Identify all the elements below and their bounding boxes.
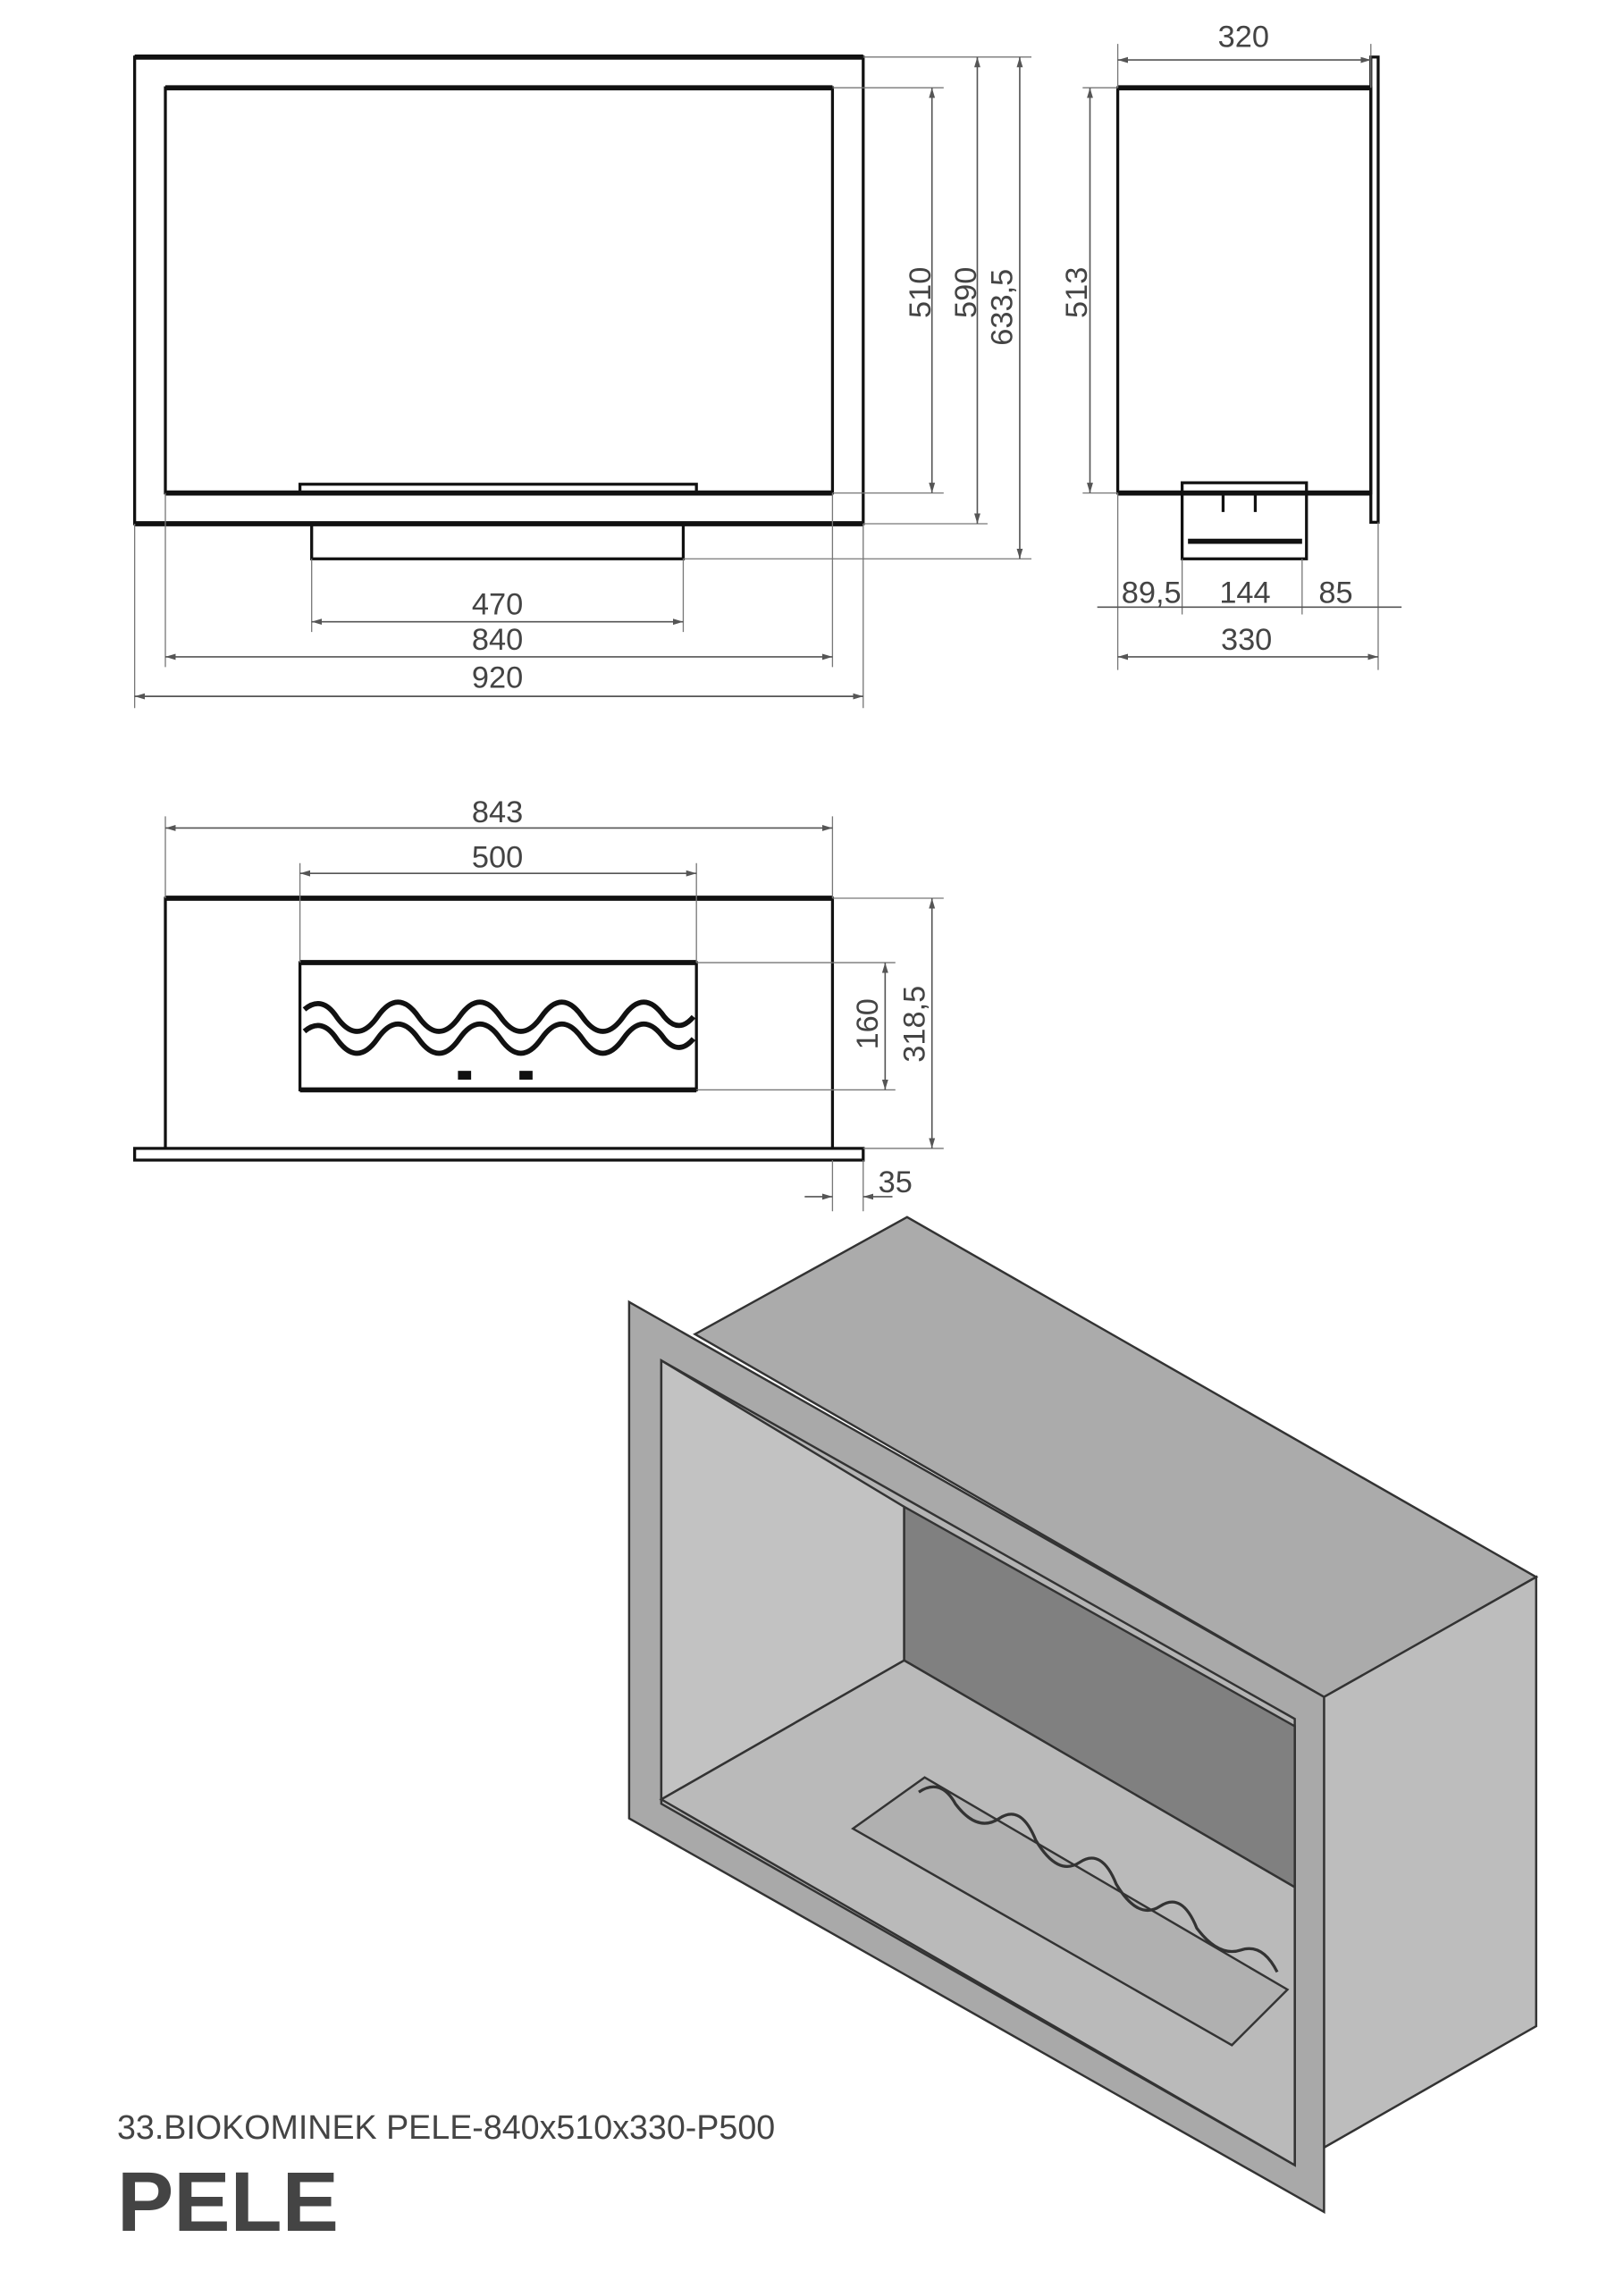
dim-513: 513 <box>1060 267 1094 318</box>
dim-920: 920 <box>472 660 523 694</box>
dim-85: 85 <box>1318 576 1352 610</box>
dim-470: 470 <box>472 587 523 621</box>
dim-160: 160 <box>851 998 885 1049</box>
indicator-dot <box>519 1071 533 1080</box>
burner-lip <box>298 483 698 495</box>
dim-330: 330 <box>1221 623 1272 657</box>
dim-840: 840 <box>472 623 523 657</box>
side-burner <box>1180 481 1308 560</box>
indicator-dot <box>458 1071 472 1080</box>
top-flange <box>133 1147 865 1162</box>
render-floor <box>659 1659 1296 2167</box>
isometric-render <box>627 1216 1539 2214</box>
dim-510: 510 <box>904 267 938 318</box>
render-burner-tray <box>851 1776 1290 2047</box>
side-front-plate <box>1369 55 1380 524</box>
product-caption: 33.BIOKOMINEK PELE-840x510x330-P500 <box>117 2108 775 2146</box>
front-view: 510 590 633,5 470 840 920 <box>133 54 1032 709</box>
side-body <box>1115 86 1373 495</box>
brand-title: PELE <box>117 2155 339 2250</box>
top-view: 843 500 160 318,5 35 <box>133 795 944 1212</box>
render-flame-wave <box>918 1785 1279 1973</box>
dim-35: 35 <box>879 1165 913 1199</box>
dim-320: 320 <box>1218 20 1269 54</box>
dim-843: 843 <box>472 795 523 829</box>
front-frame <box>133 55 865 526</box>
dim-633-5: 633,5 <box>986 269 1020 346</box>
flame-wave-top <box>302 999 696 1034</box>
flame-wave-bottom <box>302 1022 696 1056</box>
dim-590: 590 <box>949 267 983 318</box>
side-view: 320 513 89,5 144 85 330 <box>1060 20 1402 670</box>
dim-144: 144 <box>1219 576 1270 610</box>
dim-318-5: 318,5 <box>898 986 932 1063</box>
dim-500: 500 <box>472 841 523 875</box>
bottom-box <box>310 522 686 560</box>
front-opening <box>164 86 835 495</box>
dim-89-5: 89,5 <box>1122 576 1182 610</box>
